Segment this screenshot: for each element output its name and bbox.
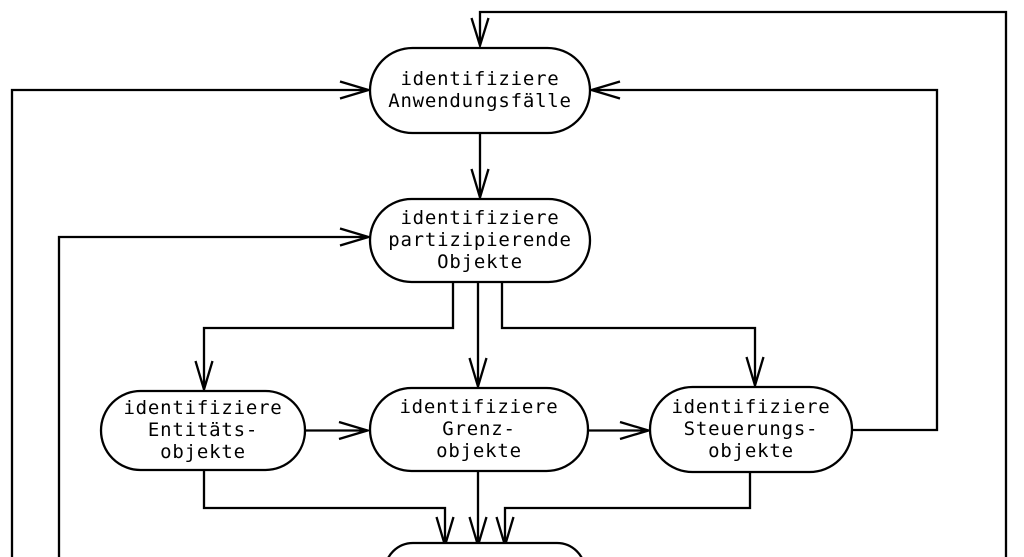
node-identify-use-cases-shape	[368, 46, 592, 135]
node-identify-boundary-objects: identifiziere Grenz- objekte	[368, 386, 590, 473]
node-identify-entity-objects-label-line2: Entitäts-	[148, 419, 258, 441]
node-identify-entity-objects-label-line3: objekte	[160, 441, 246, 463]
node-identify-participating-objects-label-line1: identifiziere	[400, 207, 559, 229]
node-identify-participating-objects-label-line3: Objekte	[437, 251, 523, 273]
node-identify-participating-objects-shape	[368, 197, 592, 284]
edge-entity-objects-to-bottom-node	[202, 470, 455, 550]
edge-loop-left-to-participating-objects	[57, 227, 373, 557]
edge-loop-to-use-cases-top	[470, 10, 1008, 557]
node-identify-entity-objects-label-line1: identifiziere	[123, 397, 282, 419]
node-identify-control-objects-label-line3: objekte	[708, 440, 794, 462]
edge-entity-to-boundary-objects	[305, 420, 372, 441]
node-identify-control-objects-label-line1: identifiziere	[671, 396, 830, 418]
node-identify-boundary-objects-label-line1: identifiziere	[399, 396, 558, 418]
edge-participating-to-control-objects	[500, 283, 765, 390]
edges-layer	[10, 10, 1008, 557]
edge-control-objects-to-use-cases	[587, 80, 939, 432]
edge-use-cases-to-participating-objects	[470, 133, 490, 202]
node-identify-use-cases: identifiziere Anwendungsfälle	[368, 46, 592, 135]
edge-boundary-to-control-objects	[588, 420, 653, 441]
node-identify-entity-objects: identifiziere Entitäts- objekte	[99, 389, 307, 472]
node-identify-boundary-objects-label-line3: objekte	[436, 440, 522, 462]
edge-participating-to-entity-objects	[194, 283, 455, 394]
node-identify-participating-objects: identifiziere partizipierende Objekte	[368, 197, 592, 284]
edge-boundary-objects-to-bottom-node	[468, 471, 488, 550]
edge-participating-to-boundary-objects	[468, 283, 488, 391]
edge-loop-left-to-use-cases	[10, 80, 373, 557]
node-identify-boundary-objects-label-line2: Grenz-	[442, 418, 515, 440]
node-identify-participating-objects-label-line2: partizipierende	[388, 229, 572, 251]
node-identify-use-cases-label-line1: identifiziere	[400, 68, 559, 90]
node-identify-control-objects-label-line2: Steuerungs-	[684, 418, 819, 440]
nodes-layer: identifiziere Anwendungsfälle identifizi…	[99, 46, 854, 557]
node-bottom-partial	[387, 541, 583, 557]
node-identify-entity-objects-shape	[99, 389, 307, 472]
node-bottom-partial-shape	[387, 541, 583, 557]
node-identify-boundary-objects-shape	[368, 386, 590, 473]
edge-control-objects-to-bottom-node	[495, 472, 752, 550]
node-identify-use-cases-label-line2: Anwendungsfälle	[388, 90, 572, 112]
node-identify-control-objects: identifiziere Steuerungs- objekte	[648, 385, 854, 474]
node-identify-control-objects-shape	[648, 385, 854, 474]
